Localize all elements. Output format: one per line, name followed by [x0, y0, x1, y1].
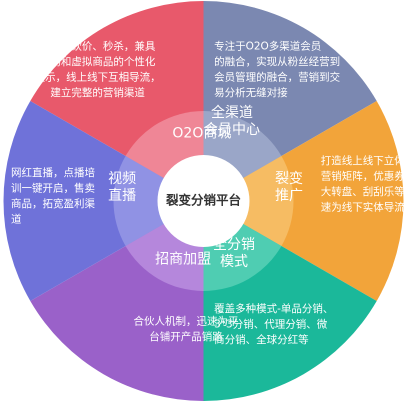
segment-desc-line: 会员管理的融合，营销到交: [214, 70, 340, 83]
segment-title-line: 招商加盟: [155, 251, 211, 267]
segment-desc-fission-promo: 打造线上线下立体营销矩阵，优惠券、大转盘、刮刮乐等快速为线下实体导流: [321, 154, 407, 214]
segment-desc-line: 商品，拓宽盈利渠: [11, 197, 95, 210]
segment-desc-line: 的融合，实现从粉丝经营到: [214, 55, 340, 68]
segment-outer-fission-promo: [203, 101, 404, 301]
segment-desc-line: 打造线上线下立体: [321, 154, 405, 167]
segment-desc-full-distribution: 覆盖多种模式-单品分销、 3*3分销、代理分销、微商分销、全球分红等: [214, 302, 333, 346]
segment-desc-line: 网红直播，点播培: [11, 166, 95, 179]
segment-labels: 拼团、砍价、秒杀，兼具实物和虚拟商品的个性化展示，线上线下互相导流， 建立完整的营…: [11, 39, 407, 346]
segment-desc-line: 训一键开启，售卖: [11, 182, 95, 195]
segment-desc-line: 实物和虚拟商品的个性化: [40, 55, 156, 68]
segment-desc-merchant-join: 合伙人机制，迅速为平台铺开产品销路: [133, 314, 238, 343]
segment-desc-line: 台铺开产品销路: [149, 330, 223, 343]
segment-desc-omnichannel-member: 专注于O2O多渠道会员的融合，实现从粉丝经营到会员管理的融合，营销到交易分析无缝…: [214, 39, 340, 99]
segment-title-line: 模式: [220, 254, 248, 270]
segment-title-omnichannel-member: 全渠道会员中心: [204, 104, 260, 138]
segment-title-merchant-join: 招商加盟: [155, 251, 211, 267]
segment-title-line: O2O商城: [172, 125, 231, 141]
segment-desc-line: 大转盘、刮刮乐等快: [321, 185, 407, 198]
segment-title-o2o-mall: O2O商城: [172, 125, 231, 141]
segment-title-line: 推广: [275, 188, 303, 204]
segment-desc-o2o-mall: 拼团、砍价、秒杀，兼具实物和虚拟商品的个性化展示，线上线下互相导流， 建立完整的营…: [35, 39, 161, 99]
segment-title-line: 全渠道: [211, 104, 253, 121]
segment-desc-video-live: 网红直播，点播培训一键开启，售卖商品，拓宽盈利渠道: [11, 166, 95, 226]
segment-desc-line: 速为线下实体导流: [321, 201, 405, 214]
center-circle: [157, 155, 250, 247]
segment-title-line: 直播: [108, 187, 136, 204]
segment-title-video-live: 视频直播: [108, 171, 136, 204]
segment-title-fission-promo: 裂变推广: [275, 171, 303, 204]
segment-desc-line: 道: [11, 213, 22, 226]
segment-desc-line: 3*3分销、代理分销、微: [214, 317, 328, 330]
segment-title-line: 裂变: [275, 171, 303, 187]
segment-desc-line: 营销矩阵，优惠券、: [321, 170, 407, 183]
segment-desc-line: 覆盖多种模式-单品分销、: [214, 302, 333, 315]
segment-desc-line: 展示，线上线下互相导流，: [35, 70, 161, 83]
segment-desc-line: 合伙人机制，迅速为平: [133, 314, 238, 327]
segment-outer-video-live: [3, 101, 204, 301]
segment-desc-line: 易分析无缝对接: [214, 86, 288, 99]
segment-desc-line: 商分销、全球分红等: [214, 333, 309, 346]
center-label: 裂变分销平台: [165, 193, 241, 208]
segment-title-line: 视频: [108, 171, 136, 187]
segment-desc-line: 专注于O2O多渠道会员: [214, 39, 321, 52]
segment-desc-line: 拼团、砍价、秒杀，兼具: [40, 39, 156, 52]
center-hub: 裂变分销平台: [157, 155, 250, 247]
segment-desc-line: 建立完整的营销渠道: [50, 86, 145, 99]
segment-title-line: 会员中心: [204, 122, 260, 138]
